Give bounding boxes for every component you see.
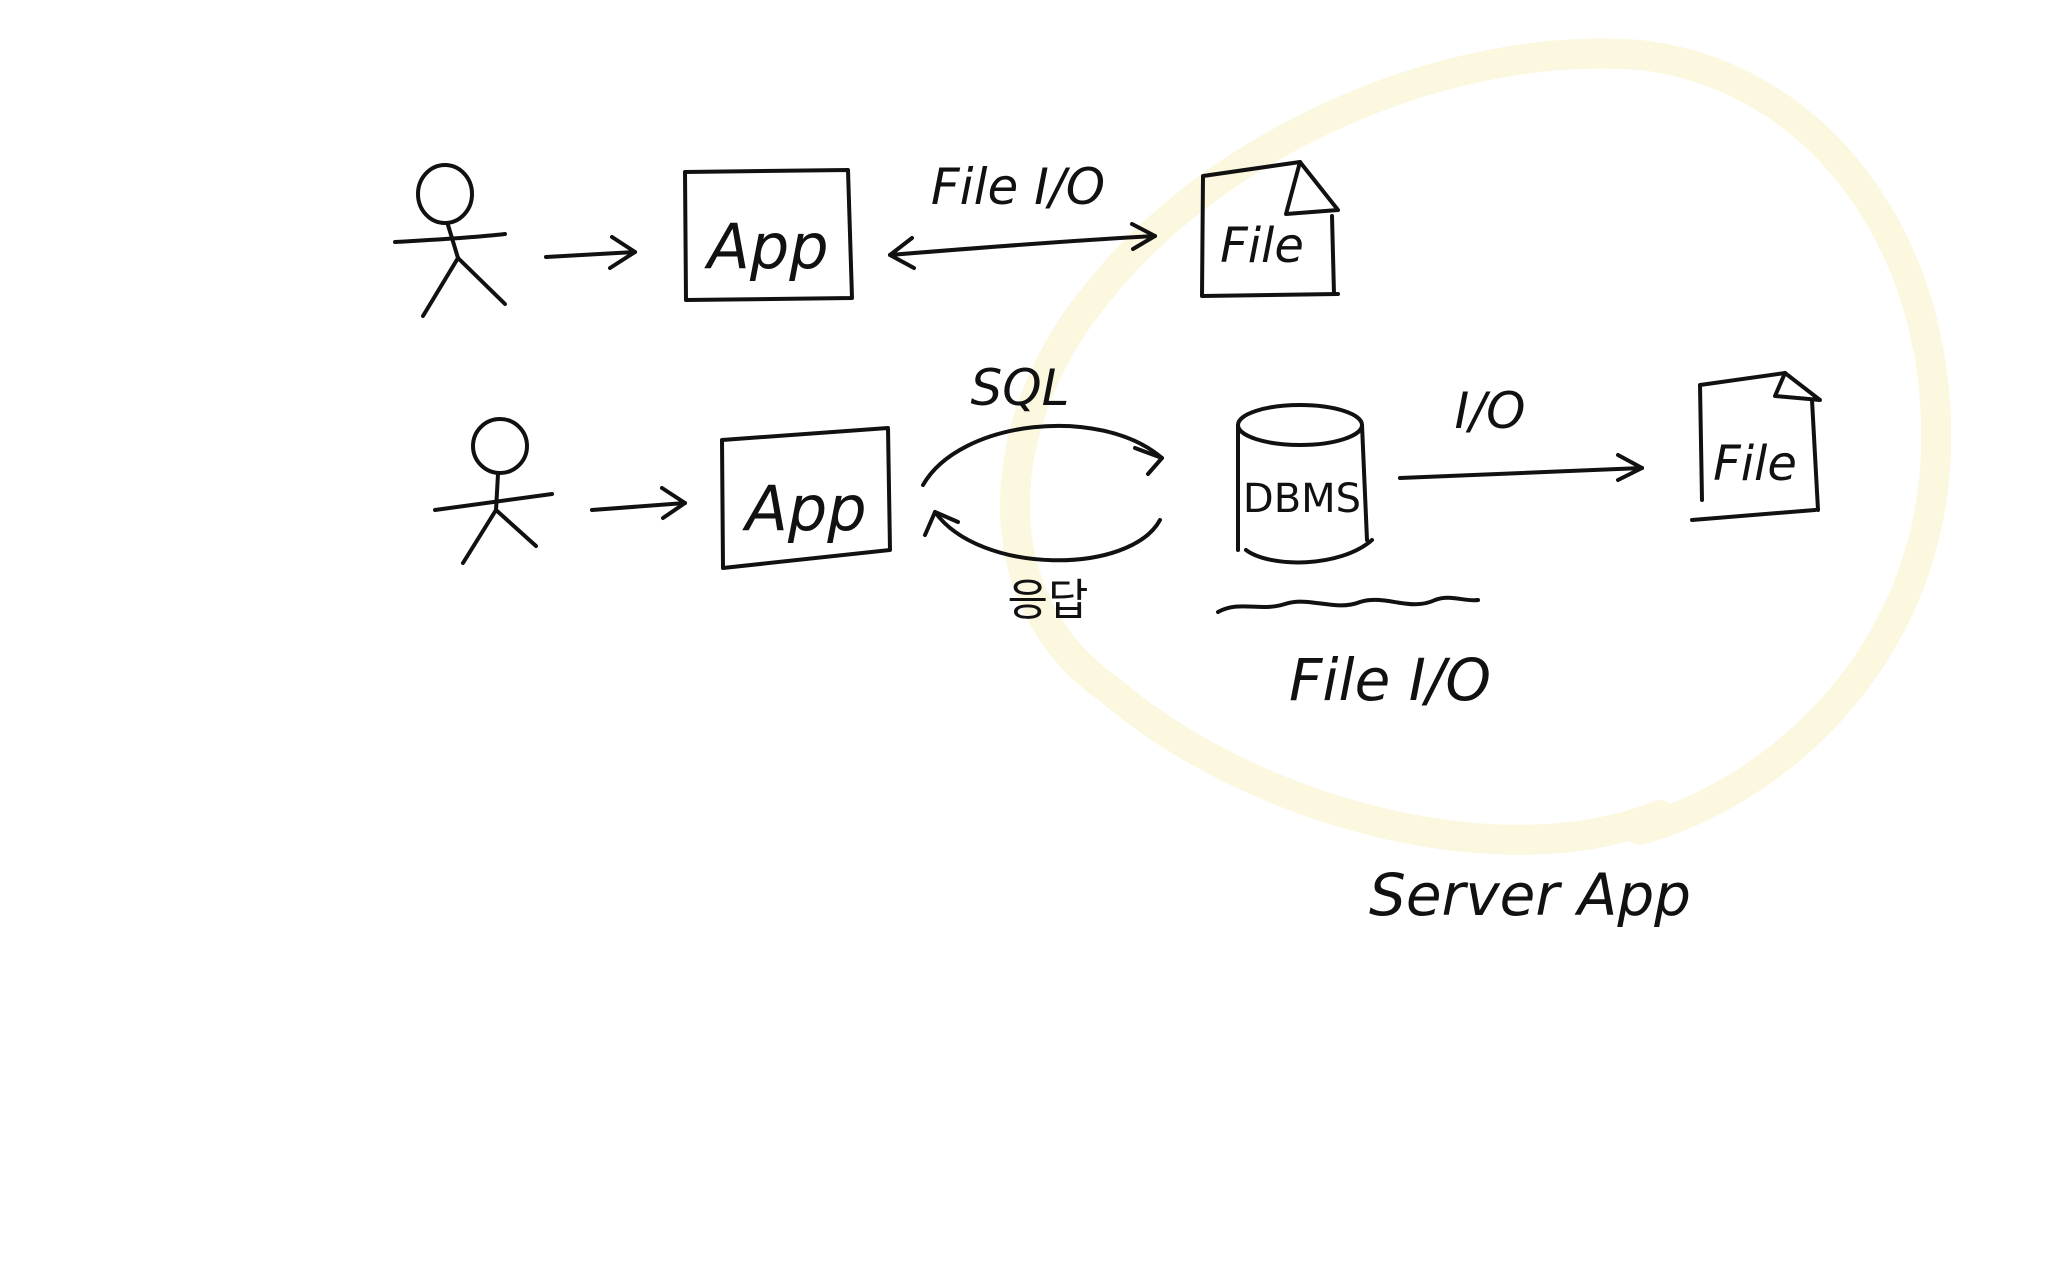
row2-app-box: App [720,426,892,570]
row1-app-box: App [683,168,854,302]
row2-user [433,417,554,565]
document-icon [1200,160,1340,298]
row1-file: File [1200,160,1340,298]
row1-file-io-label: File I/O [931,158,1105,216]
row1-file-io-arrow [888,222,1157,270]
stick-figure-icon [433,417,554,565]
row2-app-label: App [741,472,866,545]
row2-io-arrow [1398,453,1644,482]
row2-sql-request-arrow [921,423,1164,487]
row2-file-label: File [1713,436,1797,492]
document-icon [1690,371,1822,522]
row1-user [393,163,507,318]
row2-response-label: 응답 [1008,575,1089,626]
row2-file: File [1690,371,1822,522]
row1-app-label: App [703,210,828,283]
server-app-label: Server App [1369,861,1691,929]
row2-dbms: DBMS [1236,403,1374,565]
row2-sql-label: SQL [971,359,1070,417]
database-cylinder-icon [1236,403,1374,565]
row2-dbms-note-label: File I/O [1289,646,1491,714]
row2-dbms-label: DBMS [1243,476,1361,522]
server-app-highlight [1000,38,1952,855]
row2-response-arrow [923,510,1162,563]
stick-figure-icon [393,163,507,318]
row2-user-to-app-arrow [590,486,687,520]
row1-file-label: File [1220,218,1304,274]
row2-io-label: I/O [1455,382,1526,440]
row1-user-to-app-arrow [544,235,637,270]
row2-dbms-note-squiggle [1216,595,1480,614]
